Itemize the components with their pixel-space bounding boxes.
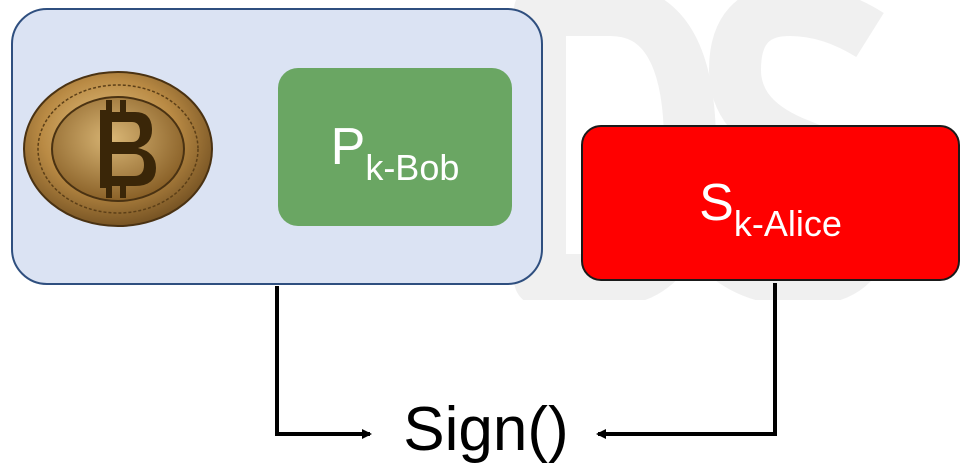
public-key-label: Pk-Bob [330,118,460,188]
bitcoin-coin-icon [23,71,213,227]
secret-key-box: Sk-Alice [581,125,960,281]
sign-operation-label: Sign() [403,395,569,464]
secret-key-label: Sk-Alice [699,174,842,244]
public-key-box: Pk-Bob [278,68,512,226]
arrow-from-transaction [275,286,372,439]
arrow-from-secret-key [596,283,777,439]
